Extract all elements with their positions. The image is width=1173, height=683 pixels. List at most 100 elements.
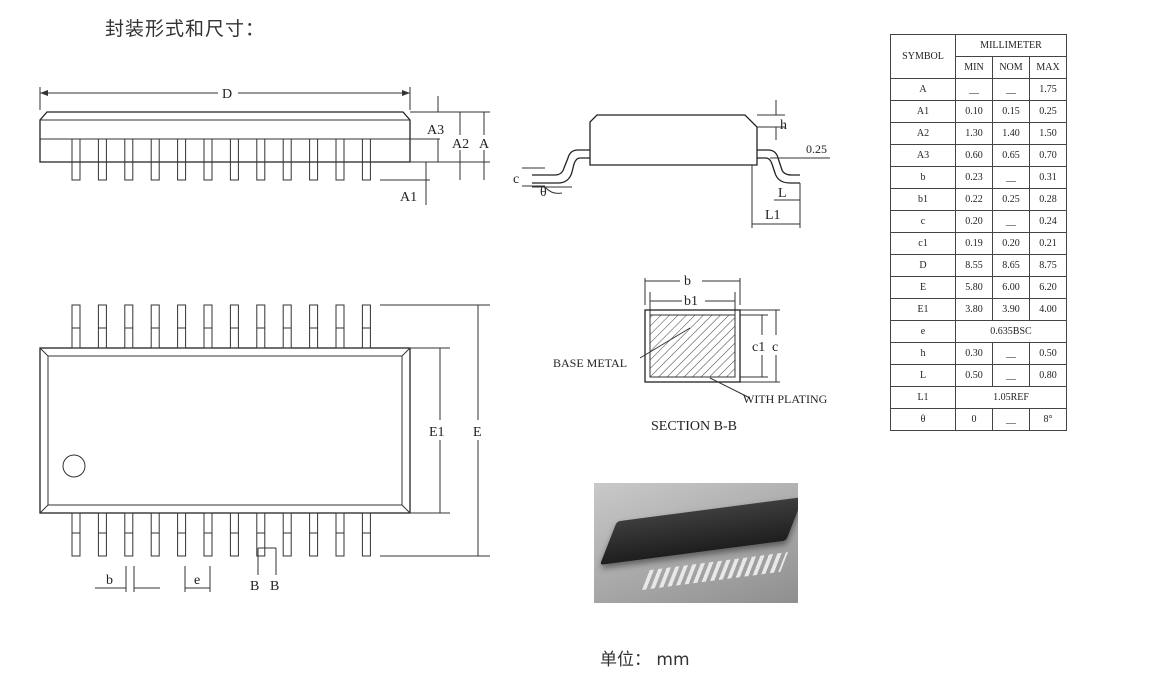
front-pin [203, 138, 213, 181]
cell-span: 0.635BSC [955, 320, 1067, 343]
cell-nom: __ [992, 342, 1030, 365]
dim-A1: A1 [400, 190, 417, 205]
cell-max: 1.75 [1029, 78, 1067, 101]
cell-max: 1.50 [1029, 122, 1067, 145]
front-pin [335, 138, 345, 181]
top-pin [309, 304, 319, 349]
sec-b: b [684, 274, 691, 289]
cell-symbol: b1 [890, 188, 956, 211]
cell-symbol: E1 [890, 298, 956, 321]
cell-min: 0.10 [955, 100, 993, 123]
front-pin [71, 138, 81, 181]
cell-nom: 0.20 [992, 232, 1030, 255]
dim-A2: A2 [452, 137, 469, 152]
table-row: A____1.75 [890, 78, 1067, 101]
cell-symbol: A3 [890, 144, 956, 167]
cell-symbol: L1 [890, 386, 956, 409]
cell-nom: __ [992, 166, 1030, 189]
symbol-header: SYMBOL [890, 34, 956, 79]
bottom-pin [177, 512, 187, 557]
cell-symbol: D [890, 254, 956, 277]
bottom-pin [203, 512, 213, 557]
cell-min: 0.19 [955, 232, 993, 255]
front-pin [97, 138, 107, 181]
with-plating-label: WITH PLATING [743, 392, 828, 406]
top-pin [71, 304, 81, 349]
bottom-pin [150, 512, 160, 557]
bottom-pin [361, 512, 371, 557]
cell-max: 4.00 [1029, 298, 1067, 321]
side-view: θ c h 0.25 L L1 [513, 100, 830, 228]
cell-nom: __ [992, 210, 1030, 233]
front-pin [150, 138, 160, 181]
dim-D: D [222, 87, 232, 102]
cell-max: 0.31 [1029, 166, 1067, 189]
cell-max: 0.28 [1029, 188, 1067, 211]
bottom-pin [309, 512, 319, 557]
cell-max: 0.24 [1029, 210, 1067, 233]
dim-E: E [473, 425, 482, 440]
top-pin [335, 304, 345, 349]
cell-max: 0.70 [1029, 144, 1067, 167]
col-nom: NOM [992, 56, 1030, 79]
chip-pins [641, 552, 789, 590]
cell-max: 0.21 [1029, 232, 1067, 255]
dim-c: c [513, 172, 519, 187]
bottom-pin [229, 512, 239, 557]
bottom-pin [97, 512, 107, 557]
cell-nom: 3.90 [992, 298, 1030, 321]
cell-max: 0.25 [1029, 100, 1067, 123]
bottom-pin [282, 512, 292, 557]
front-pin [256, 138, 266, 181]
cell-min: 0.60 [955, 144, 993, 167]
cell-min: __ [955, 78, 993, 101]
cell-min: 0 [955, 408, 993, 431]
dim-L1: L1 [765, 208, 781, 223]
top-pin [177, 304, 187, 349]
bottom-pin [71, 512, 81, 557]
cell-nom: 0.15 [992, 100, 1030, 123]
front-pin [124, 138, 134, 181]
millimeter-header: MILLIMETER [955, 34, 1067, 57]
dim-B-left: B [250, 579, 259, 594]
cell-symbol: c [890, 210, 956, 233]
front-view: D A3 A2 A A1 [39, 87, 490, 205]
package-photo [594, 483, 798, 603]
front-pin [177, 138, 187, 181]
dim-B-right: B [270, 579, 279, 594]
section-bb: b b1 c1 c BASE METAL WITH PLATING SECTIO… [553, 274, 828, 434]
cell-min: 5.80 [955, 276, 993, 299]
bottom-pin [256, 512, 266, 557]
sec-b1: b1 [684, 294, 698, 309]
unit-label: 单位： mm [600, 650, 690, 670]
dim-E1: E1 [429, 425, 445, 440]
cell-nom: 0.65 [992, 144, 1030, 167]
cell-symbol: c1 [890, 232, 956, 255]
front-pin [229, 138, 239, 181]
top-pin [203, 304, 213, 349]
top-pin [124, 304, 134, 349]
cell-symbol: θ [890, 408, 956, 431]
cell-min: 0.22 [955, 188, 993, 211]
cell-symbol: b [890, 166, 956, 189]
top-pin [97, 304, 107, 349]
cell-min: 8.55 [955, 254, 993, 277]
col-min: MIN [955, 56, 993, 79]
dim-gauge: 0.25 [806, 142, 827, 156]
cell-nom: 6.00 [992, 276, 1030, 299]
bottom-pin [124, 512, 134, 557]
dim-h: h [780, 118, 787, 133]
plan-view: E1 E b e B B [39, 304, 490, 594]
